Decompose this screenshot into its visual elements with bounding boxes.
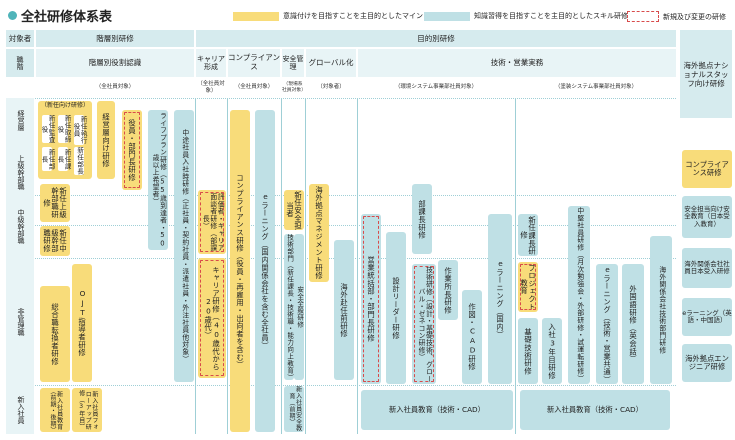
box-officer-training: 役員・部門長研修 xyxy=(122,110,142,190)
box-new-middle: 新任中級幹部職研修 xyxy=(40,226,70,256)
row-label-nonmgmt: 非管理職 xyxy=(17,308,25,336)
box-work-mgr: 作業所長研修 xyxy=(438,260,458,320)
row-label-senior: 上級幹部職 xyxy=(17,154,25,190)
new-exec-group-label: （新任向け研修） xyxy=(40,102,89,109)
box-chuken: 中堅社員研修（月次勉強会・外部研修・試運転研修） xyxy=(568,206,590,384)
legend-skill: 知識習得を目指すことを主目的としたスキル研修 xyxy=(424,11,628,21)
box-safety-all: 安全全般研修 xyxy=(294,234,304,380)
box-new-safety: 新任安全担当者 xyxy=(284,190,304,230)
col-career: キャリア形成 xyxy=(196,49,226,77)
box-elearning-comp: eラーニング（国内関係会社を含む全社員） xyxy=(255,110,275,432)
box-elearning-jp: eラーニング（国内） xyxy=(488,214,512,384)
box-os-compliance: コンプライアンス研修 xyxy=(682,150,732,188)
box-newhire-safety: 新入社員安全教育（前期） xyxy=(284,386,304,432)
col-layer: 階層別役割認識 xyxy=(36,49,194,77)
row-label-exec: 経営層 xyxy=(17,109,25,131)
page-title: 全社研修体系表 xyxy=(8,6,112,25)
header-target: 対象者 xyxy=(6,30,34,47)
box-kikan: 総合職転換者研修 xyxy=(40,286,70,382)
box-project-edu: プロジェクト教育 xyxy=(518,262,538,312)
box-foreign-lang: 外国語研修（英会話） xyxy=(622,264,644,384)
legend-mind-label: 意識付けを目指すことを主目的としたマインド研修 xyxy=(283,12,444,20)
col-global: グローバル化 xyxy=(306,49,356,77)
box-cad: 作図・CAD研修 xyxy=(462,290,482,384)
header-layer: 階層別研修 xyxy=(36,30,194,47)
box-os-group: 海外関係会社社員日本受入研修 xyxy=(682,248,732,288)
col-compliance: コンプライアンス xyxy=(228,49,280,77)
col-tech: 技術・営業実務 xyxy=(358,49,676,77)
box-global-mgmt: 海外拠点マネジメント研修 xyxy=(309,184,329,282)
target-coat: （塗装システム事業部社員対象） xyxy=(554,84,638,91)
header-overseas: 海外拠点ナショナルスタッフ向け研修 xyxy=(680,30,732,118)
box-overseas-group: 海外関係会社技術部門研修 xyxy=(650,236,672,384)
target-safety: （現場系社員対象） xyxy=(282,82,306,93)
box-os-safety: 安全担当向け安全教育（日本受入教育） xyxy=(682,196,732,238)
box-career-eval: 評価者・キャリア面談者研修（部課長） xyxy=(198,190,226,254)
target-compliance: （全社員対象） xyxy=(234,84,274,91)
row-label-middle: 中級幹部職 xyxy=(17,208,25,244)
box-career-40: キャリア研修（40歳代から20歳代） xyxy=(198,258,226,378)
box-os-elearning: eラーニング（英語・中国語） xyxy=(682,298,732,336)
box-basic-tech: 基礎技術研修 xyxy=(518,318,538,384)
box-new-kachou-coat: 新任課長研修 xyxy=(518,214,538,256)
box-tech-training: 技術研修（設計・基礎技術、グローバル・ゼネコン研修） xyxy=(412,264,436,384)
box-compliance-all: コンプライアンス研修（役員・再雇用・出向者を含む） xyxy=(230,110,250,432)
row-label-level: 職階 xyxy=(6,49,34,77)
box-sales-training: 営業統括部・部門長研修 xyxy=(361,214,381,384)
target-career: （全社員対象） xyxy=(197,81,225,94)
title-bullet-icon xyxy=(8,11,17,20)
box-buchou2: 新任部長 xyxy=(74,147,84,175)
box-overseas-dispatch: 海外赴任前研修 xyxy=(334,240,354,380)
box-exec-training: 経営層向け研修 xyxy=(97,101,115,179)
target-env: （環境システム事業部社員対象） xyxy=(394,84,478,91)
legend-yellow-swatch xyxy=(233,11,279,21)
box-shikko: 新任執行役員 xyxy=(72,115,88,145)
box-midcareer: 中途社員入社時研修（正社員・契約社員・派遣社員・外注社員他対象） xyxy=(174,110,194,382)
box-newhire-env: 新入社員教育（技術・CAD） xyxy=(361,390,513,430)
legend-dashed-swatch xyxy=(627,11,659,22)
legend-new-label: 新規及び変更の研修 xyxy=(663,12,726,21)
legend-mind: 意識付けを目指すことを主目的としたマインド研修 xyxy=(233,11,444,21)
box-kachou: 新任課長 xyxy=(56,147,72,171)
row-label-newhire: 新入社員 xyxy=(17,396,25,424)
legend-new: 新規及び変更の研修 xyxy=(627,11,726,22)
box-new-3rd: 入社3年目研修 xyxy=(542,318,562,384)
header-purpose: 目的別研修 xyxy=(196,30,676,47)
col-safety: 安全管理 xyxy=(282,49,304,77)
box-dept-mgr: 部課長研修 xyxy=(412,184,432,254)
box-os-engineer: 海外拠点エンジニア研修 xyxy=(682,344,732,382)
box-newhire-coat: 新入社員教育（技術・CAD） xyxy=(520,390,670,430)
box-safety-tech: 技術部門（新任課長・技術職・能力向上教育） xyxy=(284,234,294,381)
box-ojt: OJT指導者研修 xyxy=(72,264,92,382)
target-layer: （全社員対象） xyxy=(95,84,135,91)
box-newhire-follow: 新入社員フォローアップ研修（3年目） xyxy=(72,388,102,432)
box-torishimari: 新任取締役 xyxy=(56,115,72,143)
box-kansayaku: 新任監査役 xyxy=(40,115,56,143)
box-design-leader: 設計リーダー研修 xyxy=(386,232,406,384)
legend-blue-swatch xyxy=(424,11,470,21)
box-buchou: 新任部長 xyxy=(40,147,56,171)
box-new-senior: 新任上級幹部職研修 xyxy=(40,184,70,222)
box-newhire-layer: 新入社員教育（前期・後期） xyxy=(40,388,70,434)
box-lifeplan: ライフプラン研修（55歳到達者・50歳以上希望者） xyxy=(148,110,168,250)
title-text: 全社研修体系表 xyxy=(21,10,113,25)
legend-skill-label: 知識習得を目指すことを主目的としたスキル研修 xyxy=(474,12,628,20)
box-elearning-tech: eラーニング（技術・営業共通） xyxy=(596,264,618,384)
target-global: （対象者） xyxy=(317,84,345,91)
